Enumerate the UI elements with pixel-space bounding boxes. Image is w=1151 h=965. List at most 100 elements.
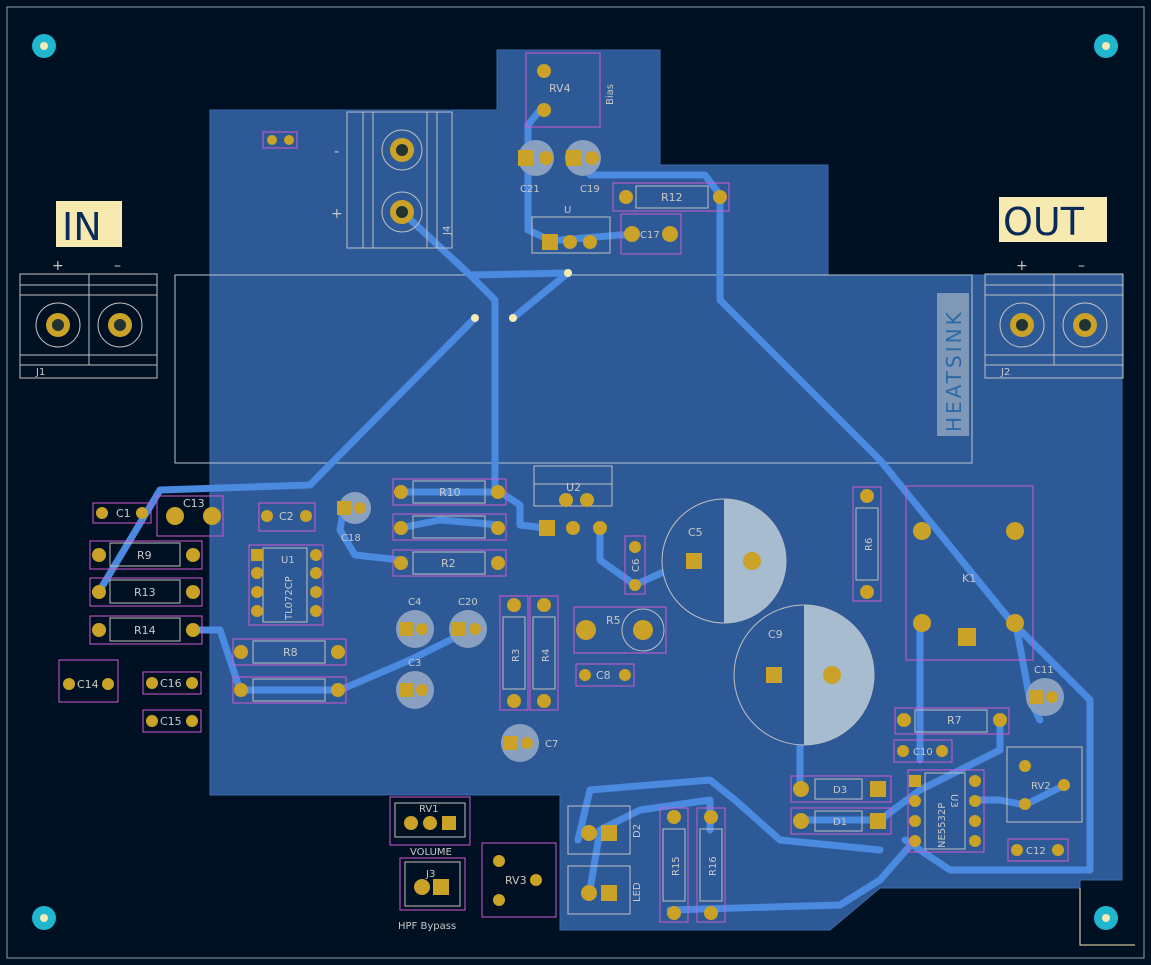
u-regulator xyxy=(531,216,611,254)
c11-label: C11 xyxy=(1034,665,1054,676)
rv4-pad1 xyxy=(537,64,551,78)
in-minus-label: – xyxy=(114,258,121,274)
c19-label: C19 xyxy=(580,184,600,195)
k1-courtyard xyxy=(905,485,1034,661)
c8-courtyard xyxy=(575,663,635,687)
c17-label: C17 xyxy=(640,230,660,241)
u-label: U xyxy=(564,205,571,216)
heatsink-label-bg xyxy=(937,293,969,436)
c21-label: C21 xyxy=(520,184,540,195)
u1-label: U1 xyxy=(281,555,295,566)
r10-label: R10 xyxy=(439,486,461,499)
r4-courtyard xyxy=(529,595,559,711)
r4-label: R4 xyxy=(541,649,552,662)
j1-label: J1 xyxy=(35,367,45,378)
mount-hole-bl xyxy=(32,906,56,930)
r10-courtyard xyxy=(392,478,507,506)
mount-hole-tl xyxy=(32,34,56,58)
r5-label: R5 xyxy=(606,614,621,627)
c14-courtyard xyxy=(58,659,119,703)
bias-label: Bias xyxy=(605,84,616,105)
c20-label: C20 xyxy=(458,597,478,608)
rv1-label: RV1 xyxy=(419,804,439,815)
j2-connector xyxy=(984,273,1124,379)
c16-courtyard xyxy=(142,671,202,695)
r15-label: R15 xyxy=(671,856,682,876)
out-plus-label: + xyxy=(1016,258,1028,274)
rv2-label: RV2 xyxy=(1031,781,1051,792)
j4-plus-label: + xyxy=(331,206,343,222)
c7-body xyxy=(501,724,539,762)
r6-courtyard xyxy=(852,486,882,602)
c19-body xyxy=(565,140,601,176)
c15-label: C15 xyxy=(160,715,182,728)
out-label-bg xyxy=(999,197,1107,242)
u3-courtyard xyxy=(907,769,985,853)
mount-hole-br xyxy=(1094,906,1118,930)
header-small xyxy=(262,131,298,149)
in-label: IN xyxy=(62,205,102,249)
r7-label: R7 xyxy=(947,714,962,727)
d3-label: D3 xyxy=(833,785,847,796)
heatsink-outline xyxy=(174,274,973,464)
r8-courtyard xyxy=(232,638,347,666)
r14-courtyard xyxy=(89,615,203,645)
c13-courtyard xyxy=(156,495,224,537)
c18-label: C18 xyxy=(341,533,361,544)
r3-label: R3 xyxy=(511,649,522,662)
j3-courtyard xyxy=(399,857,466,911)
d3-courtyard xyxy=(790,775,892,803)
c13-label: C13 xyxy=(183,497,205,510)
copper-pour xyxy=(209,49,1123,931)
c21-body xyxy=(518,140,554,176)
out-label: OUT xyxy=(1003,200,1085,244)
c20-body xyxy=(449,610,487,648)
led-label: LED xyxy=(632,882,643,902)
c10-label: C10 xyxy=(913,747,933,758)
volume-label: VOLUME xyxy=(410,847,452,858)
j2-label: J2 xyxy=(1000,367,1010,378)
r7-courtyard xyxy=(894,707,1010,735)
j1-connector xyxy=(19,273,158,379)
c4-label: C4 xyxy=(408,597,421,608)
out-minus-label: – xyxy=(1078,258,1085,274)
u1-courtyard xyxy=(248,544,324,626)
c3-label: C3 xyxy=(408,658,421,669)
r9-label: R9 xyxy=(137,549,152,562)
j4-label: J4 xyxy=(442,226,453,236)
c3-body xyxy=(396,671,434,709)
r15-courtyard xyxy=(659,807,689,923)
c10-courtyard xyxy=(893,739,953,763)
r6-label: R6 xyxy=(864,538,875,551)
r12-label: R12 xyxy=(661,191,683,204)
led2-body xyxy=(567,865,631,915)
heatsink-label: HEATSINK xyxy=(942,309,966,432)
rv3-courtyard xyxy=(481,842,557,918)
r16-label: R16 xyxy=(708,856,719,876)
r13-label: R13 xyxy=(134,586,156,599)
u3-label: U3 xyxy=(948,794,959,808)
c11-body xyxy=(1026,678,1064,716)
k1-label: K1 xyxy=(962,572,976,585)
u2-label: U2 xyxy=(566,481,581,494)
edge-notch xyxy=(1079,888,1135,946)
rv2-body xyxy=(1006,746,1083,823)
d1-label: D1 xyxy=(833,817,847,828)
rv4-courtyard xyxy=(525,52,601,128)
j4-minus-label: - xyxy=(334,144,339,160)
hpf-bypass-label: HPF Bypass xyxy=(398,921,456,932)
r12-courtyard xyxy=(612,182,730,212)
c14-label: C14 xyxy=(77,678,99,691)
r2-courtyard xyxy=(392,549,507,577)
c12-courtyard xyxy=(1007,838,1069,862)
r5-courtyard xyxy=(573,606,667,654)
r13-courtyard xyxy=(89,577,203,607)
c8-label: C8 xyxy=(596,669,611,682)
r3-courtyard xyxy=(499,595,529,711)
c2-courtyard xyxy=(258,502,316,532)
rv1-courtyard xyxy=(389,796,471,846)
u2-body xyxy=(533,465,613,507)
led1-body xyxy=(567,805,631,855)
d2-label: D2 xyxy=(632,824,643,838)
